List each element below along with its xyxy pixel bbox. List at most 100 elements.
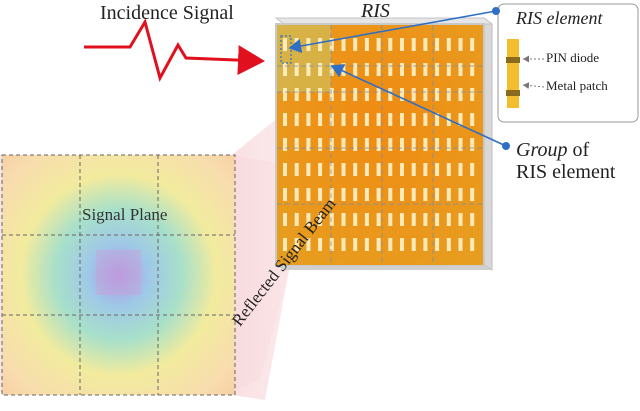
ris-label: RIS bbox=[361, 0, 390, 22]
ris-patch bbox=[435, 138, 440, 151]
ris-patch bbox=[470, 138, 475, 151]
ris-patch bbox=[435, 88, 440, 101]
ris-patch bbox=[318, 113, 323, 126]
metal-patch-label: Metal patch bbox=[546, 78, 608, 93]
ris-patch bbox=[294, 38, 299, 51]
ris-patch bbox=[318, 38, 323, 51]
ris-patch bbox=[423, 163, 428, 176]
ris-patch bbox=[364, 113, 369, 126]
ris-patch bbox=[294, 238, 299, 251]
ris-patch bbox=[411, 113, 416, 126]
ris-patch bbox=[306, 63, 311, 76]
ris-patch bbox=[283, 63, 287, 76]
ris-element-inset bbox=[497, 3, 639, 123]
ris-element-title: RIS element bbox=[516, 8, 603, 28]
ris-patch bbox=[364, 88, 369, 101]
ris-patch bbox=[306, 113, 311, 126]
ris-patch bbox=[423, 88, 428, 101]
ris-patch bbox=[283, 88, 287, 101]
ris-patch bbox=[283, 238, 287, 251]
ris-patch bbox=[458, 63, 463, 76]
ris-patch bbox=[376, 213, 381, 226]
ris-patch bbox=[388, 38, 393, 51]
ris-patch bbox=[470, 163, 475, 176]
ris-patch bbox=[411, 138, 416, 151]
ris-patch bbox=[400, 63, 404, 76]
ris-patch bbox=[376, 88, 381, 101]
ris-patch bbox=[470, 88, 475, 101]
ris-patch bbox=[411, 188, 416, 201]
ris-patch bbox=[446, 63, 451, 76]
ris-patch bbox=[294, 213, 299, 226]
ris-element-pointer bbox=[288, 10, 497, 54]
ris-patch bbox=[353, 63, 358, 76]
incidence-wave-icon bbox=[84, 18, 265, 83]
ris-patch bbox=[435, 163, 440, 176]
ris-patch bbox=[388, 63, 393, 76]
group-ris-element-label: RIS element bbox=[516, 161, 616, 183]
ris-patch bbox=[353, 163, 358, 176]
group-word: Group bbox=[516, 139, 568, 161]
ris-patch bbox=[446, 188, 451, 201]
ris-patch bbox=[341, 213, 346, 226]
ris-patch bbox=[353, 38, 358, 51]
ris-patch bbox=[376, 163, 381, 176]
ris-patch bbox=[294, 88, 299, 101]
ris-patch bbox=[341, 188, 346, 201]
ris-panel-side bbox=[483, 17, 493, 271]
ris-patch bbox=[458, 138, 463, 151]
ris-patch bbox=[353, 113, 358, 126]
group-pointer bbox=[330, 64, 507, 147]
ris-patch bbox=[400, 113, 404, 126]
ris-patch bbox=[353, 138, 358, 151]
ris-patch bbox=[318, 163, 323, 176]
ris-patch bbox=[376, 188, 381, 201]
ris-patch bbox=[458, 88, 463, 101]
ris-patch bbox=[318, 188, 323, 201]
ris-patch bbox=[306, 188, 311, 201]
ris-patch bbox=[470, 213, 475, 226]
ris-patch bbox=[329, 63, 334, 76]
ris-patch-array bbox=[283, 38, 475, 251]
ris-patch bbox=[294, 188, 299, 201]
ris-patch bbox=[306, 138, 311, 151]
ris-patch bbox=[446, 238, 451, 251]
signal-plane-label: Signal Plane bbox=[82, 205, 168, 224]
ris-patch bbox=[411, 238, 416, 251]
ris-element-illustration bbox=[506, 39, 520, 108]
ris-patch bbox=[470, 113, 475, 126]
ris-patch bbox=[376, 113, 381, 126]
incidence-signal-label: Incidence Signal bbox=[100, 2, 234, 24]
ris-patch bbox=[353, 88, 358, 101]
ris-patch bbox=[376, 38, 381, 51]
ris-patch bbox=[318, 238, 323, 251]
ris-patch bbox=[411, 163, 416, 176]
pin-diode-label: PIN diode bbox=[546, 50, 600, 65]
ris-patch bbox=[283, 113, 287, 126]
ris-patch bbox=[388, 213, 393, 226]
ris-patch bbox=[388, 138, 393, 151]
ris-patch bbox=[435, 188, 440, 201]
ris-patch bbox=[283, 138, 287, 151]
ris-patch bbox=[329, 88, 334, 101]
ris-patch bbox=[446, 88, 451, 101]
ris-patch bbox=[388, 113, 393, 126]
ris-patch bbox=[423, 63, 428, 76]
group-of-word: of bbox=[567, 139, 590, 161]
ris-patch bbox=[294, 163, 299, 176]
ris-patch bbox=[388, 88, 393, 101]
ris-patch bbox=[435, 213, 440, 226]
ris-patch bbox=[318, 213, 323, 226]
ris-patch bbox=[376, 138, 381, 151]
group-label: Group of bbox=[516, 138, 589, 162]
ris-panel-top bbox=[274, 17, 494, 25]
ris-panel-bottom bbox=[276, 266, 492, 270]
ris-patch bbox=[400, 238, 404, 251]
ris-patch bbox=[400, 188, 404, 201]
ris-patch bbox=[364, 138, 369, 151]
ris-patch bbox=[294, 138, 299, 151]
ris-patch bbox=[353, 238, 358, 251]
ris-patch bbox=[329, 238, 334, 251]
ris-patch bbox=[341, 63, 346, 76]
